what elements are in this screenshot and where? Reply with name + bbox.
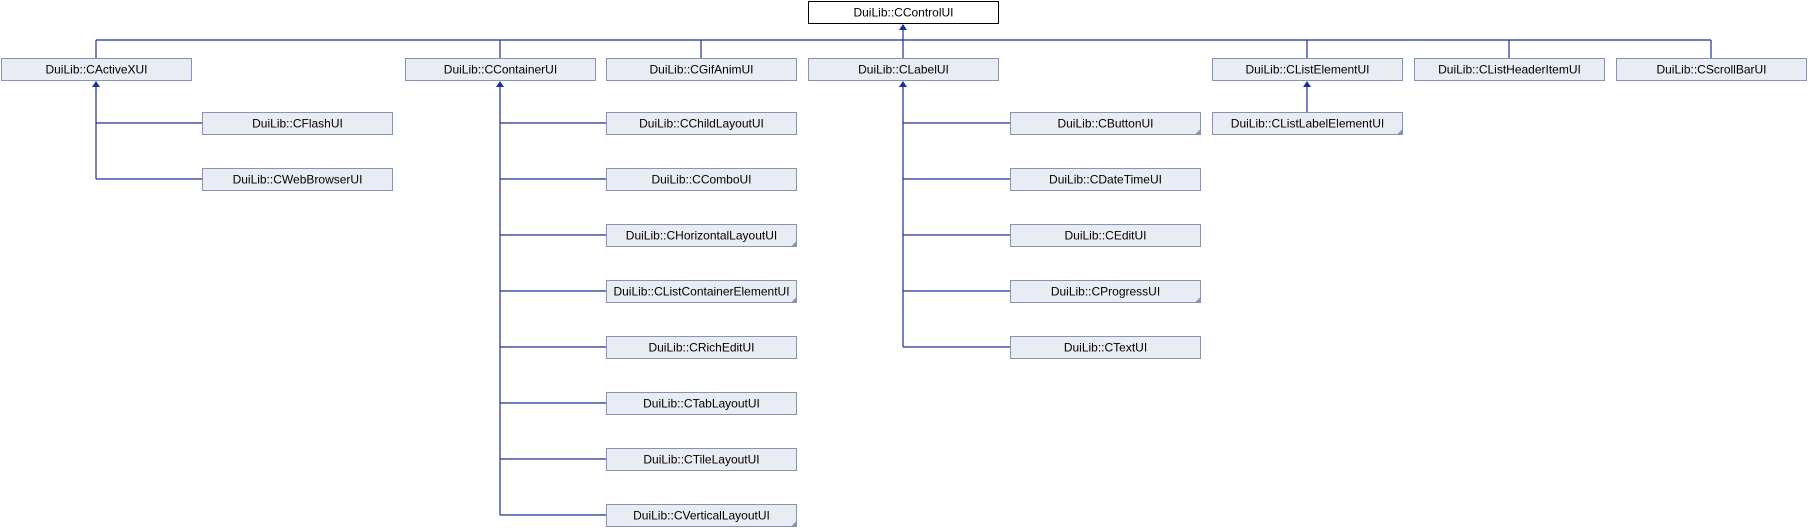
class-node-ccontainerui[interactable]: DuiLib::CContainerUI bbox=[405, 58, 596, 81]
class-box bbox=[1010, 168, 1201, 191]
class-box bbox=[606, 336, 797, 359]
class-node-clistlabelelementui[interactable]: DuiLib::CListLabelElementUI bbox=[1212, 112, 1403, 135]
class-label: DuiLib::CTabLayoutUI bbox=[643, 397, 760, 411]
inheritance-edges bbox=[92, 24, 1712, 516]
class-box bbox=[1414, 58, 1605, 81]
class-box bbox=[1212, 112, 1403, 135]
class-node-crichedit[interactable]: DuiLib::CRichEditUI bbox=[606, 336, 797, 359]
class-label: DuiLib::CContainerUI bbox=[444, 63, 557, 77]
class-node-clabelui[interactable]: DuiLib::CLabelUI bbox=[808, 58, 999, 81]
more-subclasses-marker bbox=[1195, 129, 1201, 135]
edge-root-arrowhead bbox=[899, 24, 907, 30]
class-box bbox=[202, 112, 393, 135]
class-node-cgifanimui[interactable]: DuiLib::CGifAnimUI bbox=[606, 58, 797, 81]
class-node-clistheaderitemui[interactable]: DuiLib::CListHeaderItemUI bbox=[1414, 58, 1605, 81]
class-box bbox=[202, 168, 393, 191]
class-box bbox=[808, 1, 999, 24]
arrowhead-cactivexui bbox=[92, 81, 100, 87]
class-node-ctextui[interactable]: DuiLib::CTextUI bbox=[1010, 336, 1201, 359]
class-box bbox=[606, 392, 797, 415]
class-label: DuiLib::CProgressUI bbox=[1051, 285, 1160, 299]
class-label: DuiLib::CTextUI bbox=[1064, 341, 1147, 355]
class-label: DuiLib::CListContainerElementUI bbox=[613, 285, 789, 299]
class-node-ccomboui[interactable]: DuiLib::CComboUI bbox=[606, 168, 797, 191]
class-label: DuiLib::CComboUI bbox=[651, 173, 751, 187]
class-box bbox=[1212, 58, 1403, 81]
class-label: DuiLib::CWebBrowserUI bbox=[233, 173, 363, 187]
class-box bbox=[606, 112, 797, 135]
class-node-clistelementui[interactable]: DuiLib::CListElementUI bbox=[1212, 58, 1403, 81]
more-subclasses-marker bbox=[1397, 129, 1403, 135]
class-label: DuiLib::CListElementUI bbox=[1245, 63, 1369, 77]
class-label: DuiLib::CActiveXUI bbox=[45, 63, 147, 77]
class-label: DuiLib::CScrollBarUI bbox=[1656, 63, 1766, 77]
class-node-chorizontallayoutui[interactable]: DuiLib::CHorizontalLayoutUI bbox=[606, 224, 797, 247]
class-node-cbuttonui[interactable]: DuiLib::CButtonUI bbox=[1010, 112, 1201, 135]
class-box bbox=[606, 448, 797, 471]
class-box bbox=[1010, 112, 1201, 135]
more-subclasses-marker bbox=[791, 241, 797, 247]
arrowhead-clabelui bbox=[899, 81, 907, 87]
class-label: DuiLib::CChildLayoutUI bbox=[639, 117, 764, 131]
class-box bbox=[1010, 336, 1201, 359]
arrowhead-ccontainerui bbox=[496, 81, 504, 87]
class-node-cdatetimeui[interactable]: DuiLib::CDateTimeUI bbox=[1010, 168, 1201, 191]
class-node-ctilelayoutui[interactable]: DuiLib::CTileLayoutUI bbox=[606, 448, 797, 471]
class-label: DuiLib::CDateTimeUI bbox=[1049, 173, 1162, 187]
class-label: DuiLib::CListLabelElementUI bbox=[1231, 117, 1384, 131]
class-box bbox=[1616, 58, 1807, 81]
class-node-cactivexui[interactable]: DuiLib::CActiveXUI bbox=[1, 58, 192, 81]
class-box bbox=[405, 58, 596, 81]
class-label: DuiLib::CButtonUI bbox=[1057, 117, 1153, 131]
more-subclasses-marker bbox=[1195, 297, 1201, 303]
class-label: DuiLib::CHorizontalLayoutUI bbox=[626, 229, 777, 243]
class-box bbox=[808, 58, 999, 81]
class-label: DuiLib::CVerticalLayoutUI bbox=[633, 509, 770, 523]
class-box bbox=[606, 280, 797, 303]
class-box bbox=[606, 168, 797, 191]
class-box bbox=[606, 504, 797, 527]
class-box bbox=[1, 58, 192, 81]
class-box bbox=[1010, 224, 1201, 247]
class-node-cflashui[interactable]: DuiLib::CFlashUI bbox=[202, 112, 393, 135]
class-node-cverticallayoutui[interactable]: DuiLib::CVerticalLayoutUI bbox=[606, 504, 797, 527]
class-node-cprogressui[interactable]: DuiLib::CProgressUI bbox=[1010, 280, 1201, 303]
class-label: DuiLib::CEditUI bbox=[1064, 229, 1146, 243]
class-box bbox=[606, 224, 797, 247]
class-label: DuiLib::CFlashUI bbox=[252, 117, 343, 131]
class-node-clistcontainerelementui[interactable]: DuiLib::CListContainerElementUI bbox=[606, 280, 797, 303]
class-node-cchildlayoutui[interactable]: DuiLib::CChildLayoutUI bbox=[606, 112, 797, 135]
class-label: DuiLib::CLabelUI bbox=[858, 63, 949, 77]
class-label: DuiLib::CTileLayoutUI bbox=[643, 453, 759, 467]
more-subclasses-marker bbox=[791, 297, 797, 303]
more-subclasses-marker bbox=[791, 521, 797, 527]
class-box bbox=[606, 58, 797, 81]
arrowhead-clistelementui bbox=[1303, 81, 1311, 87]
class-label: DuiLib::CGifAnimUI bbox=[649, 63, 753, 77]
class-node-ccontrolui[interactable]: DuiLib::CControlUI bbox=[808, 1, 999, 24]
class-label: DuiLib::CControlUI bbox=[853, 6, 953, 20]
class-node-cwebbrowserui[interactable]: DuiLib::CWebBrowserUI bbox=[202, 168, 393, 191]
class-label: DuiLib::CRichEditUI bbox=[648, 341, 754, 355]
class-node-ctablayoutui[interactable]: DuiLib::CTabLayoutUI bbox=[606, 392, 797, 415]
class-box bbox=[1010, 280, 1201, 303]
class-node-ceditui[interactable]: DuiLib::CEditUI bbox=[1010, 224, 1201, 247]
class-node-cscrollbarui[interactable]: DuiLib::CScrollBarUI bbox=[1616, 58, 1807, 81]
class-label: DuiLib::CListHeaderItemUI bbox=[1438, 63, 1581, 77]
